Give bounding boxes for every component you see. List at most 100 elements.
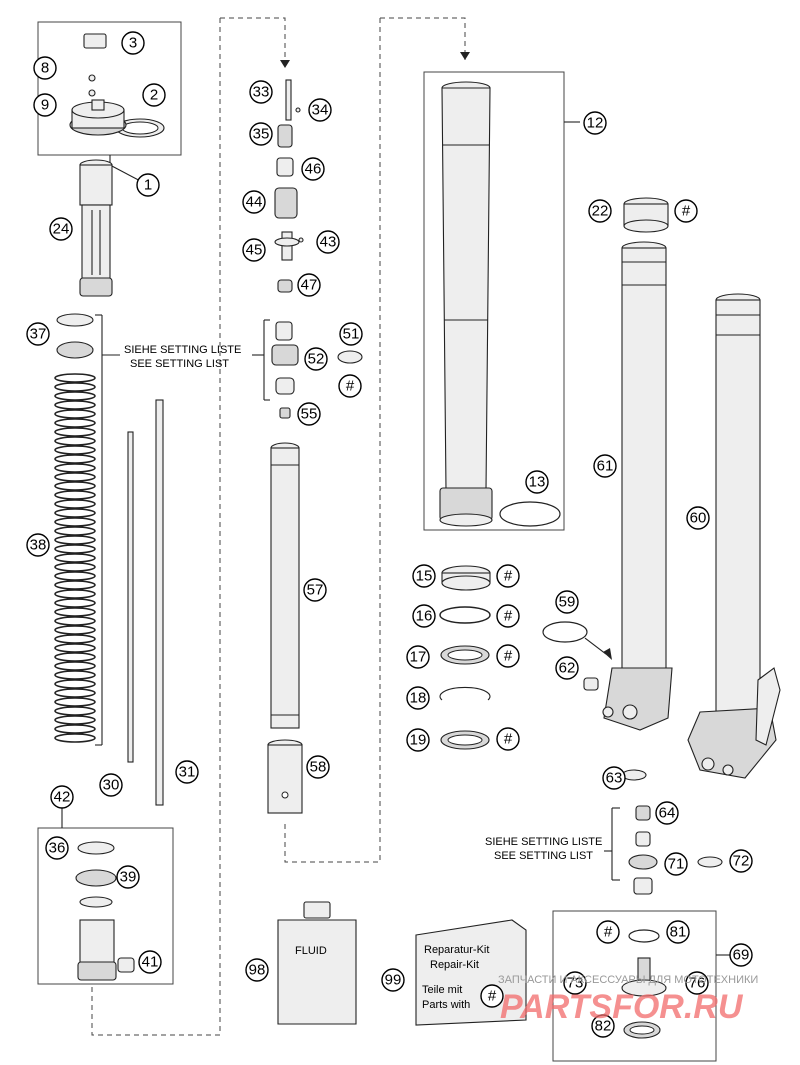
callout-8: 8: [33, 56, 57, 80]
callout-46: 46: [301, 157, 325, 181]
spring-coil: [54, 553, 96, 563]
inner-tube-61: [583, 241, 673, 731]
callout-1: 1: [136, 173, 160, 197]
callout-81: 81: [666, 920, 690, 944]
spring-coil: [54, 382, 96, 392]
svg-text:71: 71: [668, 856, 685, 873]
svg-text:81: 81: [670, 924, 687, 941]
spring-coil: [54, 562, 96, 572]
kit-box-42: [37, 827, 174, 985]
svg-text:98: 98: [249, 962, 266, 979]
spring-coil: [54, 418, 96, 428]
callout-64: 64: [655, 801, 679, 825]
svg-text:30: 30: [103, 777, 120, 794]
dashed-route-mid: [220, 17, 286, 70]
spring-coil: [54, 436, 96, 446]
ring-stack: [439, 565, 491, 750]
callout-63: 63: [602, 766, 626, 790]
callout-76: 76: [685, 971, 709, 995]
svg-text:#: #: [504, 608, 513, 625]
svg-text:58: 58: [310, 759, 327, 776]
spring-coil: [54, 616, 96, 626]
svg-text:59: 59: [559, 594, 576, 611]
svg-text:55: 55: [301, 406, 318, 423]
repair-kit-line4: Parts with: [422, 999, 470, 1011]
repair-kit-line2: Repair-Kit: [430, 959, 479, 971]
dashed-route-left: [91, 18, 221, 1036]
callout-hash-52: #: [338, 374, 362, 398]
callout-99: 99: [381, 968, 405, 992]
svg-text:12: 12: [587, 115, 604, 132]
callout-41: 41: [138, 950, 162, 974]
svg-text:35: 35: [253, 126, 270, 143]
svg-text:72: 72: [733, 853, 750, 870]
spring-coil: [54, 661, 96, 671]
svg-text:45: 45: [246, 242, 263, 259]
callout-15: 15: [412, 564, 436, 588]
tube-57: [270, 442, 300, 729]
spring-coil: [54, 724, 96, 734]
spring-coil: [54, 706, 96, 716]
svg-text:19: 19: [410, 732, 427, 749]
setting-note-top-en: SEE SETTING LIST: [130, 358, 229, 370]
callout-59: 59: [555, 590, 579, 614]
spring-coil: [54, 517, 96, 527]
spring-coil: [54, 535, 96, 545]
callout-12: 12: [583, 111, 607, 135]
callout-31: 31: [175, 760, 199, 784]
svg-text:60: 60: [690, 510, 707, 527]
spring-coil: [54, 454, 96, 464]
repair-kit-line1: Reparatur-Kit: [424, 944, 489, 956]
washer-37b: [56, 341, 94, 359]
callout-33: 33: [249, 80, 273, 104]
svg-text:46: 46: [305, 161, 322, 178]
spring-coil: [54, 598, 96, 608]
valve-parts: [271, 79, 363, 419]
callout-hash-19: #: [496, 727, 520, 751]
callout-3: 3: [121, 31, 145, 55]
spring-coil: [54, 526, 96, 536]
spring-coil: [54, 643, 96, 653]
svg-text:#: #: [504, 568, 513, 585]
callout-9: 9: [33, 93, 57, 117]
callout-45: 45: [242, 238, 266, 262]
svg-text:18: 18: [410, 690, 427, 707]
spring-coil: [54, 445, 96, 455]
spring-coil: [54, 427, 96, 437]
svg-text:41: 41: [142, 954, 159, 971]
callout-43: 43: [316, 230, 340, 254]
callout-62: 62: [555, 656, 579, 680]
spring-coil: [54, 688, 96, 698]
svg-text:1: 1: [144, 177, 152, 194]
callout-58: 58: [306, 755, 330, 779]
svg-text:#: #: [504, 648, 513, 665]
callout-hash-22: #: [674, 199, 698, 223]
svg-text:61: 61: [597, 458, 614, 475]
svg-text:#: #: [346, 378, 355, 395]
spring-coil: [54, 391, 96, 401]
callout-57: 57: [303, 578, 327, 602]
spring-coil: [54, 607, 96, 617]
spring-coil: [54, 472, 96, 482]
callout-72: 72: [729, 849, 753, 873]
rod-30: [127, 431, 134, 763]
rod-31: [155, 399, 164, 806]
callout-17: 17: [406, 645, 430, 669]
callout-hash-17: #: [496, 644, 520, 668]
svg-text:24: 24: [53, 221, 70, 238]
callout-22: 22: [588, 199, 612, 223]
callout-group: 3 8 2 9 1 24 37 38 30 31 42 36 39 41 33 …: [26, 31, 753, 1038]
svg-text:17: 17: [410, 649, 427, 666]
callout-35: 35: [249, 122, 273, 146]
top-cap-assembly: [69, 33, 165, 138]
spring-coil: [54, 463, 96, 473]
svg-text:44: 44: [246, 194, 263, 211]
callout-52: 52: [304, 347, 328, 371]
part-24: [79, 159, 113, 297]
callout-hash-16: #: [496, 604, 520, 628]
outer-tube-12: [439, 81, 561, 527]
washer-37a: [56, 313, 94, 327]
callout-61: 61: [593, 454, 617, 478]
svg-text:82: 82: [595, 1018, 612, 1035]
ring-59: [542, 621, 588, 643]
